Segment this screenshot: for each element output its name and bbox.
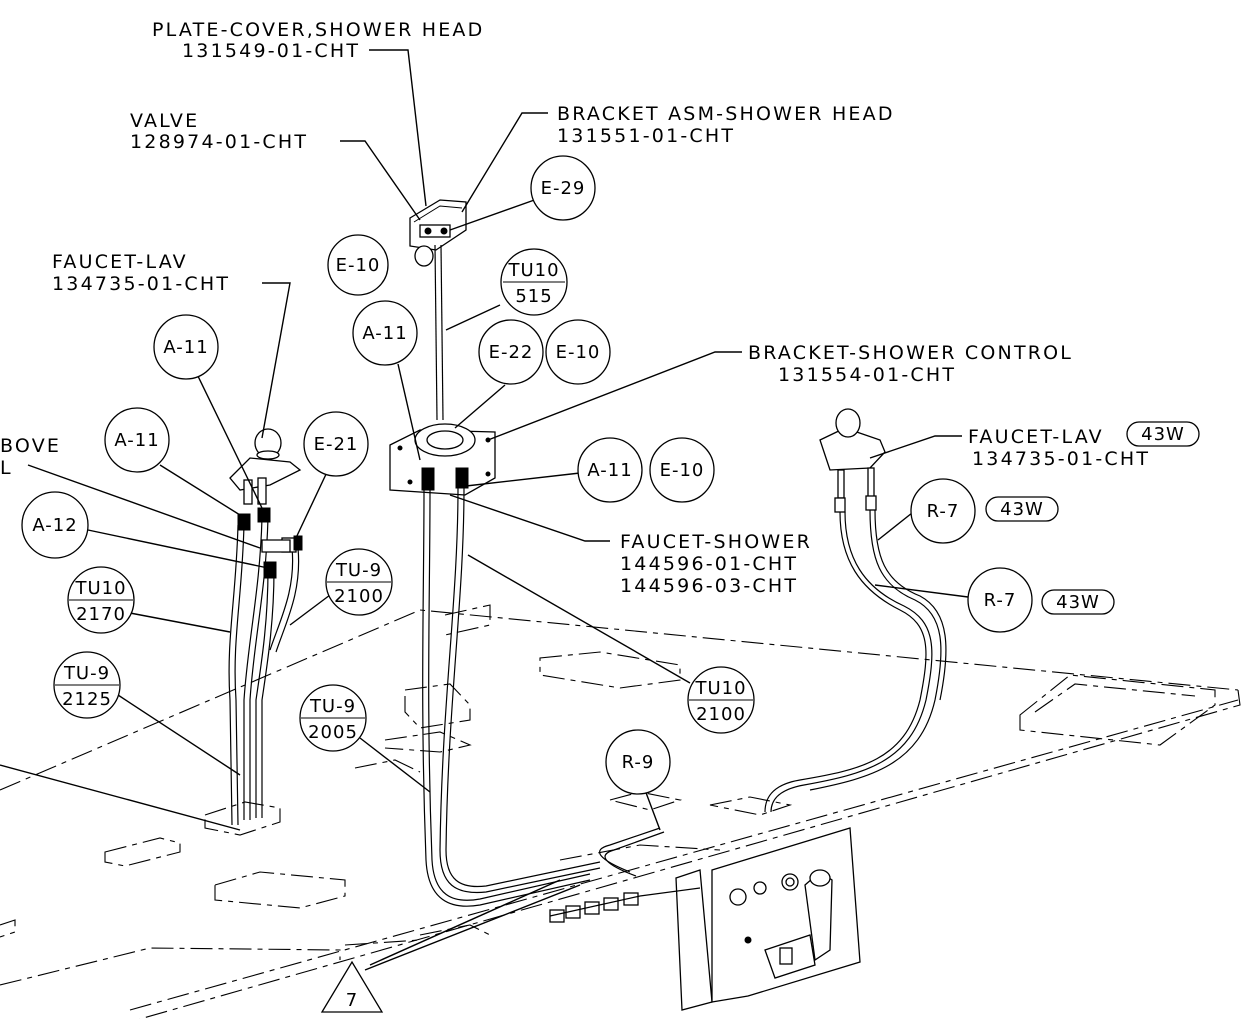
part-labels: PLATE-COVER,SHOWER HEAD 131549-01-CHT VA… bbox=[0, 19, 1150, 597]
bubble-e10-right: E-10 bbox=[649, 437, 715, 503]
faucet-lav-right-name: FAUCET-LAV bbox=[968, 426, 1104, 448]
bubble-e22: E-22 bbox=[478, 319, 544, 385]
bubble-tu10-2170: TU10 2170 bbox=[67, 566, 135, 634]
svg-text:R-9: R-9 bbox=[622, 752, 655, 773]
svg-text:E-29: E-29 bbox=[541, 178, 586, 199]
l-fragment: L bbox=[0, 457, 13, 479]
faucet-lav-left-name: FAUCET-LAV bbox=[52, 251, 188, 273]
svg-text:A-11: A-11 bbox=[587, 460, 632, 481]
leader-lines bbox=[0, 49, 969, 971]
above-fragment: BOVE bbox=[0, 435, 61, 457]
svg-text:TU-9: TU-9 bbox=[335, 560, 382, 581]
bubble-a12: A-12 bbox=[21, 491, 89, 559]
svg-text:7: 7 bbox=[346, 990, 358, 1011]
svg-text:A-12: A-12 bbox=[32, 515, 77, 536]
svg-text:43W: 43W bbox=[1000, 499, 1044, 520]
svg-text:E-10: E-10 bbox=[336, 255, 381, 276]
bubble-r7-upper: R-7 bbox=[910, 478, 976, 544]
bracket-control-pn: 131554-01-CHT bbox=[778, 364, 956, 386]
bubble-a11-left-top: A-11 bbox=[153, 314, 219, 380]
faucet-lav-left-pn: 134735-01-CHT bbox=[52, 273, 230, 295]
bubble-a11-mid: A-11 bbox=[352, 300, 418, 366]
svg-text:2125: 2125 bbox=[62, 689, 112, 710]
faucet-lav-right-pn: 134735-01-CHT bbox=[972, 448, 1150, 470]
svg-text:2170: 2170 bbox=[76, 604, 126, 625]
svg-text:2100: 2100 bbox=[696, 704, 746, 725]
svg-text:E-10: E-10 bbox=[556, 342, 601, 363]
svg-text:2005: 2005 bbox=[308, 722, 358, 743]
svg-text:TU10: TU10 bbox=[74, 578, 126, 599]
svg-text:TU-9: TU-9 bbox=[63, 663, 110, 684]
valve-pn: 128974-01-CHT bbox=[130, 131, 308, 153]
fitting-row bbox=[549, 887, 701, 923]
faucet-shower-pn1: 144596-01-CHT bbox=[620, 553, 798, 575]
svg-text:E-21: E-21 bbox=[314, 434, 359, 455]
right-faucet-assembly bbox=[764, 408, 947, 813]
pill-43w-b: 43W bbox=[985, 496, 1059, 522]
plate-cover-pn: 131549-01-CHT bbox=[182, 40, 360, 62]
svg-text:TU-9: TU-9 bbox=[309, 696, 356, 717]
bubble-a11-right: A-11 bbox=[577, 437, 643, 503]
bubble-e21: E-21 bbox=[303, 411, 369, 477]
plate-cover-name: PLATE-COVER,SHOWER HEAD bbox=[152, 19, 484, 41]
faucet-shower-name: FAUCET-SHOWER bbox=[620, 531, 812, 553]
bubble-e10-mid: E-10 bbox=[545, 319, 611, 385]
svg-text:E-22: E-22 bbox=[489, 342, 534, 363]
svg-text:E-10: E-10 bbox=[660, 460, 705, 481]
svg-text:A-11: A-11 bbox=[362, 323, 407, 344]
bubble-r7-lower: R-7 bbox=[967, 567, 1033, 633]
svg-text:TU10: TU10 bbox=[694, 678, 746, 699]
bracket-control-name: BRACKET-SHOWER CONTROL bbox=[748, 342, 1073, 364]
bubble-a11-left: A-11 bbox=[104, 407, 170, 473]
faucet-shower-pn2: 144596-03-CHT bbox=[620, 575, 798, 597]
svg-text:A-11: A-11 bbox=[114, 430, 159, 451]
pill-43w-a: 43W bbox=[1126, 421, 1200, 447]
bubble-tu10-515: TU10 515 bbox=[500, 248, 568, 316]
bubble-tu9-2100: TU-9 2100 bbox=[325, 548, 393, 616]
bracket-head-pn: 131551-01-CHT bbox=[557, 125, 735, 147]
control-panel bbox=[549, 827, 861, 1011]
svg-text:R-7: R-7 bbox=[984, 590, 1017, 611]
pill-43w-c: 43W bbox=[1041, 589, 1115, 615]
triangle-note-7: 7 bbox=[320, 960, 384, 1013]
floor-outline bbox=[0, 604, 1241, 1019]
svg-text:TU10: TU10 bbox=[507, 260, 559, 281]
shower-head-bracket bbox=[409, 199, 467, 421]
bubble-tu10-2100: TU10 2100 bbox=[687, 666, 755, 734]
bubble-tu9-2005: TU-9 2005 bbox=[299, 684, 367, 752]
bubble-tu9-2125: TU-9 2125 bbox=[53, 651, 121, 719]
svg-text:A-11: A-11 bbox=[163, 337, 208, 358]
svg-text:43W: 43W bbox=[1056, 592, 1100, 613]
svg-text:R-7: R-7 bbox=[927, 501, 960, 522]
bubble-e29: E-29 bbox=[530, 155, 596, 221]
svg-text:2100: 2100 bbox=[334, 586, 384, 607]
valve-name: VALVE bbox=[130, 110, 199, 132]
svg-text:515: 515 bbox=[515, 286, 552, 307]
svg-text:43W: 43W bbox=[1141, 424, 1185, 445]
bracket-head-name: BRACKET ASM-SHOWER HEAD bbox=[557, 103, 895, 125]
callout-bubbles: E-29 E-10 TU10 515 A-11 E-22 E-10 A-11 A… bbox=[21, 155, 1200, 1013]
bubble-e10-top: E-10 bbox=[327, 234, 389, 296]
bubble-r9: R-9 bbox=[605, 729, 671, 795]
left-faucet-assembly bbox=[228, 428, 303, 826]
shower-pipes bbox=[422, 487, 665, 907]
